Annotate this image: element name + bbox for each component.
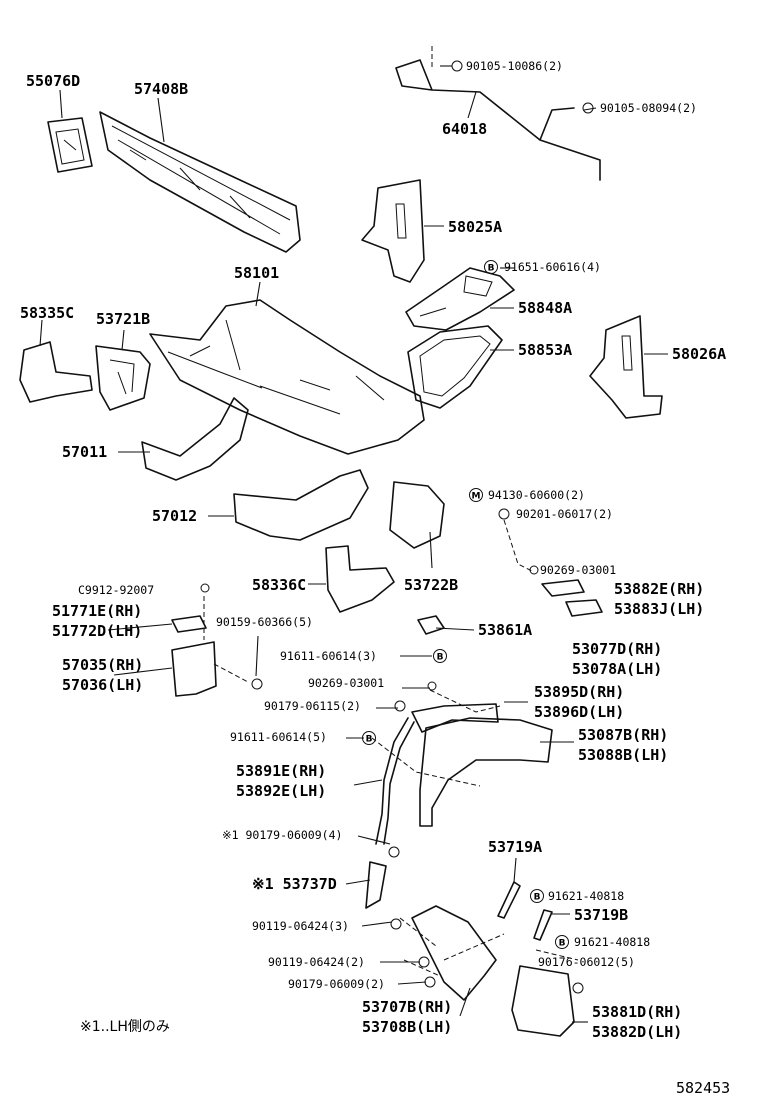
- drawing-number: 582453: [676, 1079, 730, 1097]
- label-53892E: 53892E(LH): [236, 782, 326, 800]
- clip-b-icon: B B B B B: [362, 260, 569, 949]
- label-90179-06115: 90179-06115(2): [264, 699, 361, 713]
- label-57035: 57035(RH): [62, 656, 143, 674]
- part-58335C-shape: [19, 341, 93, 403]
- label-58025A: 58025A: [448, 218, 502, 236]
- label-53087B: 53087B(RH): [578, 726, 668, 744]
- label-53881D: 53881D(RH): [592, 1003, 682, 1021]
- label-90119-06424-a: 90119-06424(3): [252, 919, 349, 933]
- label-51771E: 51771E(RH): [52, 602, 142, 620]
- part-51771E-shape: [171, 615, 207, 633]
- label-58335C: 58335C: [20, 304, 74, 322]
- svg-text:B: B: [534, 893, 541, 903]
- label-90269-03001-b: 90269-03001: [308, 676, 384, 690]
- svg-text:B: B: [559, 939, 566, 949]
- label-58848A: 58848A: [518, 299, 572, 317]
- label-94130-60600: 94130-60600(2): [488, 488, 585, 502]
- clip-m-icon: M: [469, 488, 483, 502]
- label-91611-60614-a: 91611-60614(3): [280, 649, 377, 663]
- label-58101: 58101: [234, 264, 279, 282]
- label-53077D: 53077D(RH): [572, 640, 662, 658]
- part-53861A-shape: [417, 615, 445, 635]
- svg-text:B: B: [437, 653, 444, 663]
- part-57011-shape: [141, 397, 249, 481]
- label-57408B: 57408B: [134, 80, 188, 98]
- part-53087B-shape: [419, 717, 553, 827]
- label-53882D: 53882D(LH): [592, 1023, 682, 1041]
- part-53891E-shape: [371, 717, 481, 845]
- leader-lines: [39, 65, 668, 1023]
- part-53882E-shape: [503, 519, 603, 617]
- label-53708B: 53708B(LH): [362, 1018, 452, 1036]
- part-53881D-shape: [511, 949, 579, 1037]
- svg-text:B: B: [366, 735, 373, 745]
- label-90179-06009-b: 90179-06009(2): [288, 977, 385, 991]
- label-55076D: 55076D: [26, 72, 80, 90]
- label-58336C: 58336C: [252, 576, 306, 594]
- label-53719B: 53719B: [574, 906, 628, 924]
- label-64018: 64018: [442, 120, 487, 138]
- label-57011: 57011: [62, 443, 107, 461]
- label-53896D: 53896D(LH): [534, 703, 624, 721]
- part-58848A-shape: [405, 267, 515, 331]
- label-58026A: 58026A: [672, 345, 726, 363]
- label-91651-60616: 91651-60616(4): [504, 260, 601, 274]
- label-53707B: 53707B(RH): [362, 998, 452, 1016]
- label-57036: 57036(LH): [62, 676, 143, 694]
- part-58853A-shape: [407, 325, 503, 409]
- label-53078A: 53078A(LH): [572, 660, 662, 678]
- bolt-icon: [200, 60, 594, 994]
- label-57012: 57012: [152, 507, 197, 525]
- label-53721B: 53721B: [96, 310, 150, 328]
- part-55076D-shape: [47, 117, 93, 173]
- label-90201-06017: 90201-06017(2): [516, 507, 613, 521]
- label-58853A: 58853A: [518, 341, 572, 359]
- part-53721B-shape: [95, 345, 151, 411]
- label-53891E: 53891E(RH): [236, 762, 326, 780]
- part-58336C-shape: [325, 545, 395, 613]
- footnote: ※1..LH側のみ: [80, 1019, 170, 1035]
- label-53861A: 53861A: [478, 621, 532, 639]
- part-53707B-shape: [399, 905, 505, 1001]
- part-57035-shape: [171, 596, 249, 697]
- label-90176-06012: 90176-06012(5): [538, 955, 635, 969]
- part-53737D-shape: [365, 861, 387, 909]
- part-53719A-shape: [497, 881, 553, 941]
- label-90105-10086: 90105-10086(2): [466, 59, 563, 73]
- label-53722B: 53722B: [404, 576, 458, 594]
- part-53722B-shape: [389, 481, 445, 549]
- label-90119-06424-b: 90119-06424(2): [268, 955, 365, 969]
- part-53895D-shape: [411, 689, 501, 733]
- part-57408B-shape: [99, 111, 301, 253]
- label-91621-40818-b: 91621-40818: [574, 935, 650, 949]
- label-C9912-92007: C9912-92007: [78, 583, 154, 597]
- label-90269-03001-a: 90269-03001: [540, 563, 616, 577]
- svg-text:B: B: [488, 264, 495, 274]
- label-51772D: 51772D(LH): [52, 622, 142, 640]
- part-57012-shape: [233, 469, 369, 541]
- label-91621-40818-a: 91621-40818: [548, 889, 624, 903]
- label-53719A: 53719A: [488, 838, 542, 856]
- label-90159-60366: 90159-60366(5): [216, 615, 313, 629]
- label-53895D: 53895D(RH): [534, 683, 624, 701]
- part-58026A-shape: [589, 315, 663, 419]
- svg-text:M: M: [472, 492, 481, 502]
- label-90105-08094: 90105-08094(2): [600, 101, 697, 115]
- label-53883J: 53883J(LH): [614, 600, 704, 618]
- part-58025A-shape: [361, 179, 425, 283]
- part-58101-shape: [149, 299, 425, 455]
- label-90179-06009-a: ※1 90179-06009(4): [222, 828, 342, 842]
- part-64018-shape: [395, 46, 601, 181]
- label-53882E: 53882E(RH): [614, 580, 704, 598]
- label-53737D: ※1 53737D: [252, 875, 337, 893]
- label-53088B: 53088B(LH): [578, 746, 668, 764]
- label-91611-60614-b: 91611-60614(5): [230, 730, 327, 744]
